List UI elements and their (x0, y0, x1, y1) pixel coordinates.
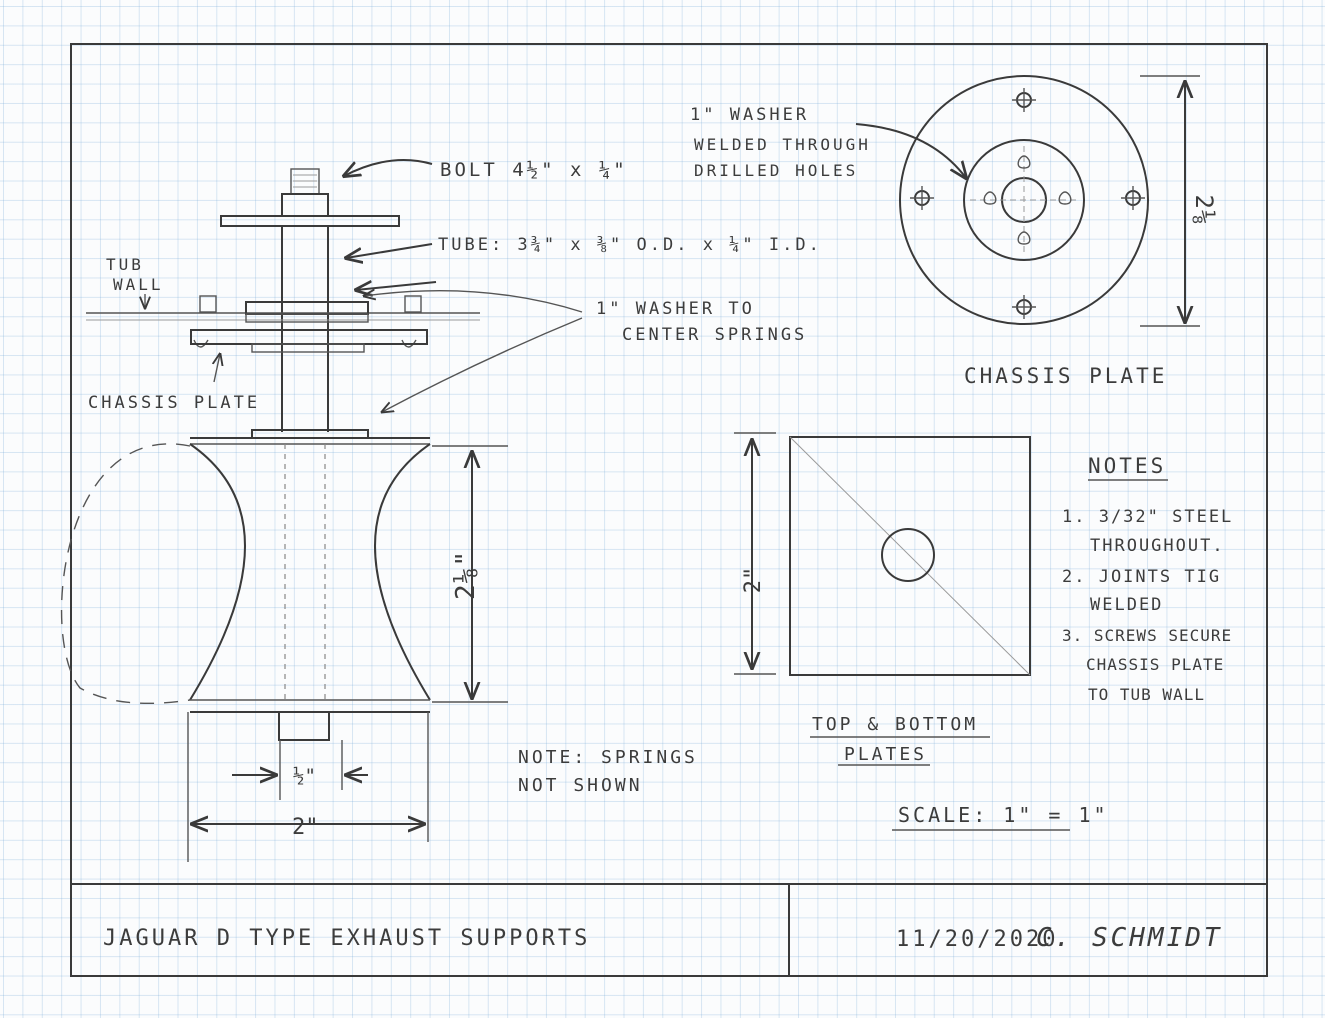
spring-envelope (189, 443, 246, 701)
scale-label: SCALE: 1" = 1" (898, 803, 1109, 827)
washer-label-1: 1" WASHER TO (596, 299, 755, 319)
plate-center-hole (881, 528, 935, 582)
chassis-plate-title: CHASSIS PLATE (964, 364, 1167, 388)
chassis-plate-outline (899, 75, 1149, 325)
washer-leader-upper (364, 291, 583, 313)
bolt-label: BOLT 4½" x ¼" (440, 159, 628, 181)
chassis-plate-view: 1" WASHER WELDED THROUGH DRILLED HOLES 2… (690, 75, 1218, 388)
drawing-author: C. SCHMIDT (1036, 923, 1223, 953)
sheet-border (70, 43, 1268, 977)
note-1-line-1: 1. 3/32" STEEL (1062, 507, 1233, 527)
tub-wall-label-2: WALL (113, 275, 164, 294)
diameter-dim-label: 2⅛ (1190, 195, 1218, 226)
drawing-title: JAGUAR D TYPE EXHAUST SUPPORTS (103, 926, 590, 951)
bolt-width-dim-label: ½" (293, 765, 316, 787)
tube-leader (346, 243, 433, 258)
note-3-line-1: 3. SCREWS SECURE (1062, 626, 1232, 645)
washer-label-2: CENTER SPRINGS (622, 325, 807, 345)
plates-view: 2" TOP & BOTTOM PLATES (734, 432, 1031, 766)
height-dim-label: 2⅛" (451, 550, 481, 600)
bottom-bolt (278, 711, 330, 741)
plate-side-dim-label: 2" (741, 567, 766, 594)
tub-wall-label-1: TUB (106, 255, 144, 274)
bolt-nut (281, 193, 329, 217)
center-washer (245, 301, 369, 315)
width-dim-label: 2" (292, 815, 319, 840)
plates-title-1: TOP & BOTTOM (812, 714, 978, 735)
note-2-line-2: WELDED (1090, 595, 1163, 615)
side-chassis-plate (190, 329, 428, 345)
note-3-line-3: TO TUB WALL (1088, 685, 1205, 704)
chassis-plate-side-label: CHASSIS PLATE (88, 393, 260, 413)
washer-note-2: WELDED THROUGH (694, 135, 871, 154)
square-plate (789, 436, 1031, 676)
drawing-date: 11/20/2020 (896, 927, 1058, 952)
top-spring-plate (220, 215, 400, 227)
notes-block: NOTES 1. 3/32" STEEL THROUGHOUT. 2. JOIN… (892, 454, 1233, 831)
washer-note-1: 1" WASHER (690, 105, 809, 125)
washer-leader-lower (382, 317, 583, 412)
note-3-line-2: CHASSIS PLATE (1086, 655, 1224, 674)
springs-note-1: NOTE: SPRINGS (518, 747, 698, 768)
notes-heading: NOTES (1088, 454, 1166, 478)
plates-title-2: PLATES (844, 744, 927, 765)
side-view: BOLT 4½" x ¼" TUBE: 3¾" x ⅜" O.D. x ¼" I… (60, 159, 822, 862)
bolt-leader (344, 159, 433, 176)
welded-washer (963, 139, 1085, 261)
note-1-line-2: THROUGHOUT. (1090, 536, 1225, 556)
washer-note-3: DRILLED HOLES (694, 161, 858, 180)
note-2-line-1: 2. JOINTS TIG (1062, 567, 1221, 587)
lower-washer (251, 429, 369, 439)
springs-note-2: NOT SHOWN (518, 775, 643, 796)
tube-label: TUBE: 3¾" x ⅜" O.D. x ¼" I.D. (438, 235, 822, 255)
